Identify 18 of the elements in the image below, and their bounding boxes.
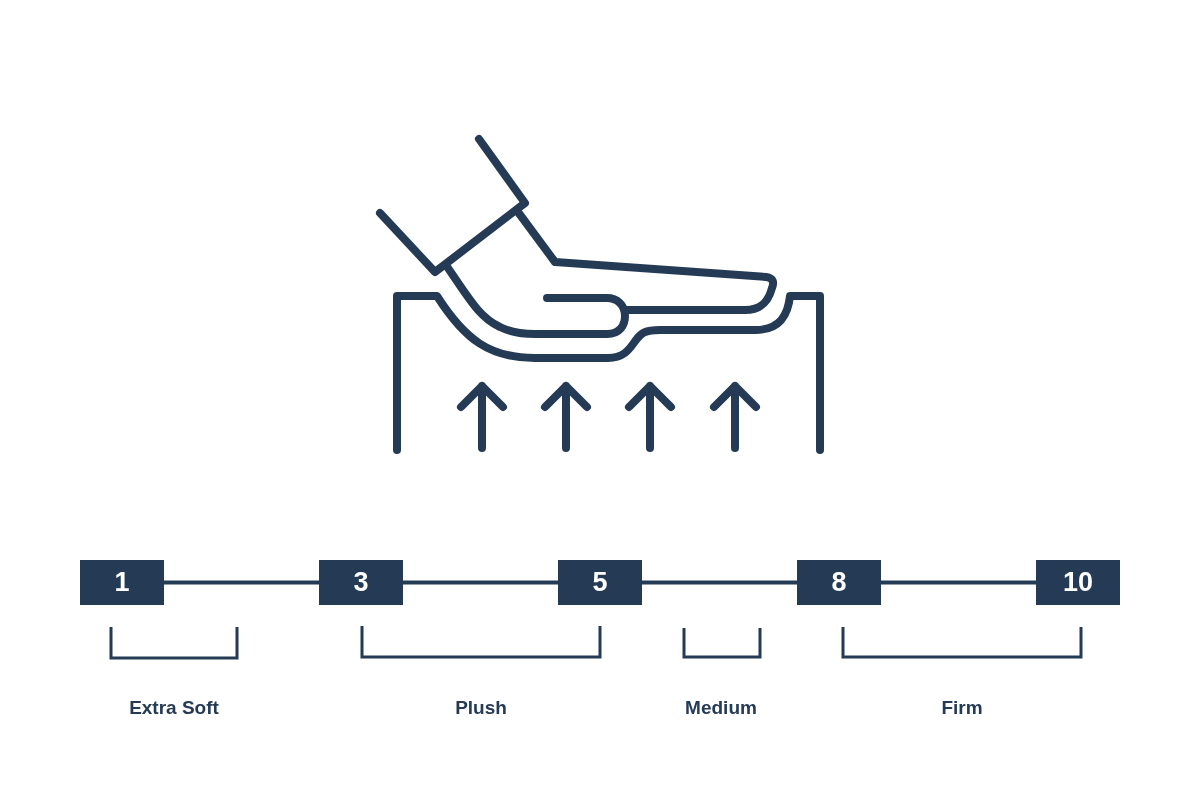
scale-marker-box xyxy=(80,560,164,605)
connector-line xyxy=(403,580,558,585)
scale-marker-box xyxy=(558,560,642,605)
scale-number: 5 xyxy=(592,569,608,596)
firmness-range-label: Extra Soft xyxy=(129,697,219,719)
scale-marker-box xyxy=(319,560,403,605)
scale-marker-box xyxy=(797,560,881,605)
connector-line xyxy=(881,580,1036,585)
scale-marker-box xyxy=(1036,560,1120,605)
scale-number: 1 xyxy=(114,569,130,596)
firmness-range-label: Medium xyxy=(685,697,757,719)
firmness-range-label: Firm xyxy=(941,697,983,719)
scale-number: 3 xyxy=(353,569,369,596)
scale-number: 10 xyxy=(1062,569,1093,596)
firmness-range-label: Plush xyxy=(455,697,507,719)
connector-line xyxy=(642,580,797,585)
scale-number: 8 xyxy=(831,569,847,596)
connector-line xyxy=(164,580,319,585)
